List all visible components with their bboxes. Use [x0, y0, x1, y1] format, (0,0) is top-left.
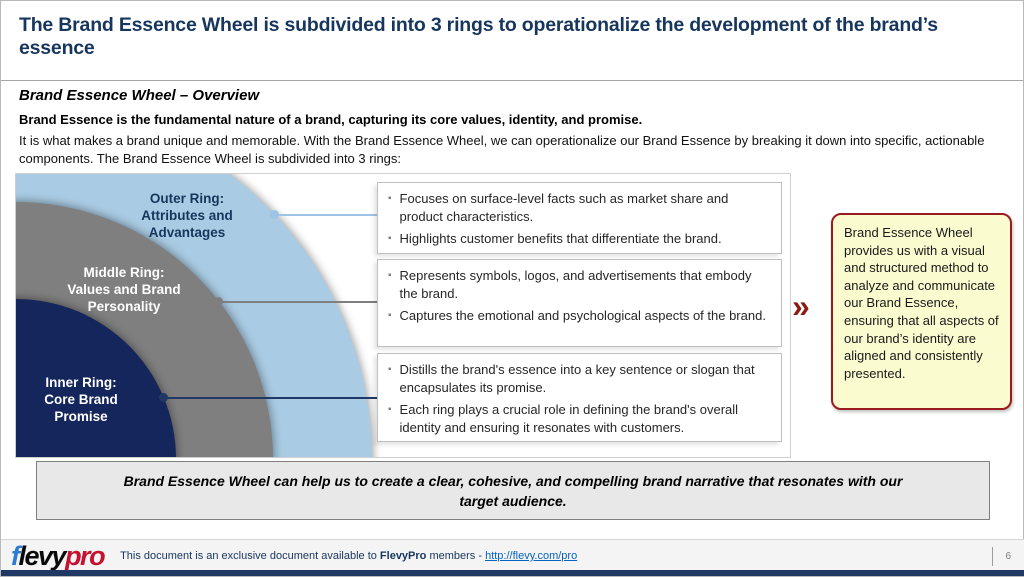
bullet-item: ▪ Represents symbols, logos, and adverti…	[384, 267, 773, 302]
intro-body-text: It is what makes a brand unique and memo…	[19, 133, 985, 166]
page-number-separator	[992, 547, 993, 566]
bullet-text: Focuses on surface-level facts such as m…	[399, 191, 729, 224]
bullet-item: ▪ Focuses on surface-level facts such as…	[384, 190, 773, 225]
bullet-square-icon: ▪	[388, 364, 392, 375]
footer-text-mid: members -	[426, 550, 486, 562]
logo-part-pro: pro	[65, 540, 106, 571]
outer-ring-callout-box: ▪ Focuses on surface-level facts such as…	[377, 182, 782, 254]
middle-ring-label: Middle Ring: Values and Brand Personalit…	[67, 265, 181, 314]
bullet-item: ▪ Captures the emotional and psychologic…	[384, 307, 773, 325]
bottom-accent-bar	[1, 570, 1024, 576]
bullet-item: ▪ Each ring plays a crucial role in defi…	[384, 401, 773, 436]
bullet-square-icon: ▪	[388, 193, 392, 204]
takeaway-banner: Brand Essence Wheel can help us to creat…	[36, 461, 990, 520]
flevypro-logo: flevypro	[11, 540, 106, 571]
footer: flevypro This document is an exclusive d…	[1, 539, 1024, 572]
bullet-square-icon: ▪	[388, 233, 392, 244]
inner-ring-connector-dot	[159, 393, 168, 402]
bullet-text: Highlights customer benefits that differ…	[399, 231, 722, 246]
flevy-pro-link[interactable]: http://flevy.com/pro	[485, 550, 578, 562]
logo-part-levy: levy	[18, 540, 67, 571]
bullet-square-icon: ▪	[388, 404, 392, 415]
side-note-box: Brand Essence Wheel provides us with a v…	[831, 213, 1012, 410]
logo-part-f: f	[11, 540, 20, 571]
bullet-item: ▪ Highlights customer benefits that diff…	[384, 230, 773, 248]
outer-ring-connector-dot	[270, 210, 279, 219]
inner-ring-label: Inner Ring: Core Brand Promise	[44, 375, 118, 424]
outer-ring-connector-line	[275, 214, 378, 216]
intro-lead-text: Brand Essence is the fundamental nature …	[19, 112, 643, 127]
footer-brand-name: FlevyPro	[379, 550, 427, 562]
bullet-text: Each ring plays a crucial role in defini…	[399, 402, 739, 435]
bullet-text: Captures the emotional and psychological…	[399, 308, 766, 323]
bullet-item: ▪ Distills the brand's essence into a ke…	[384, 361, 773, 396]
brand-essence-wheel-diagram: Outer Ring: Attributes and Advantages Mi…	[15, 173, 791, 458]
double-chevron-icon: »	[792, 288, 810, 324]
bullet-square-icon: ▪	[388, 270, 392, 281]
footer-disclaimer: This document is an exclusive document a…	[120, 550, 577, 562]
outer-ring-label: Outer Ring: Attributes and Advantages	[141, 191, 233, 240]
footer-text-prefix: This document is an exclusive document a…	[120, 550, 380, 562]
middle-ring-connector-dot	[214, 297, 223, 306]
bullet-text: Represents symbols, logos, and advertise…	[399, 268, 752, 301]
middle-ring-connector-line	[219, 301, 378, 303]
page-title: The Brand Essence Wheel is subdivided in…	[19, 14, 938, 59]
inner-ring-callout-box: ▪ Distills the brand's essence into a ke…	[377, 353, 782, 442]
bullet-square-icon: ▪	[388, 310, 392, 321]
title-divider	[1, 80, 1023, 81]
inner-ring-connector-line	[164, 397, 378, 399]
bullet-text: Distills the brand's essence into a key …	[399, 362, 755, 395]
section-heading: Brand Essence Wheel – Overview	[19, 87, 260, 104]
page-number: 6	[1005, 551, 1011, 562]
middle-ring-callout-box: ▪ Represents symbols, logos, and adverti…	[377, 259, 782, 347]
